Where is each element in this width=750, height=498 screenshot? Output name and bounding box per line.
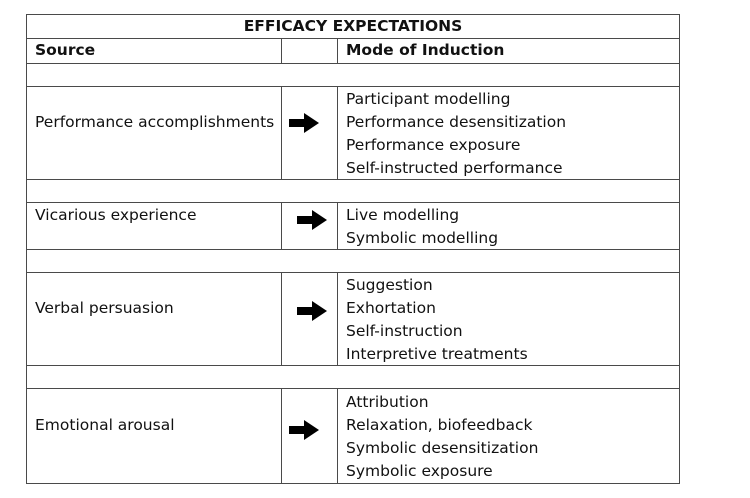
column-separator xyxy=(281,388,282,483)
mode-item: Performance exposure xyxy=(346,136,521,154)
efficacy-table: EFFICACY EXPECTATIONS Source Mode of Ind… xyxy=(26,14,680,484)
mode-item: Symbolic exposure xyxy=(346,462,493,480)
header-mode-of-induction: Mode of Induction xyxy=(346,41,505,59)
column-separator xyxy=(337,38,338,63)
header-source: Source xyxy=(35,41,96,59)
mode-item: Live modelling xyxy=(346,206,460,224)
row-separator xyxy=(26,202,680,203)
column-separator xyxy=(337,202,338,249)
column-separator xyxy=(281,272,282,365)
title-separator xyxy=(26,38,680,39)
source-emotional-arousal: Emotional arousal xyxy=(35,416,175,434)
table-border-top xyxy=(26,14,680,15)
mode-item: Performance desensitization xyxy=(346,113,567,131)
column-separator xyxy=(337,86,338,179)
mode-item: Self-instruction xyxy=(346,322,463,340)
row-separator xyxy=(26,86,680,87)
mode-item: Attribution xyxy=(346,393,429,411)
mode-item: Symbolic desensitization xyxy=(346,439,539,457)
row-separator xyxy=(26,179,680,180)
row-separator xyxy=(26,365,680,366)
row-separator xyxy=(26,388,680,389)
column-separator xyxy=(281,202,282,249)
mode-item: Participant modelling xyxy=(346,90,511,108)
right-arrow-icon xyxy=(289,420,319,440)
right-arrow-icon xyxy=(289,113,319,133)
mode-item: Self-instructed performance xyxy=(346,159,563,177)
column-separator xyxy=(337,272,338,365)
row-separator xyxy=(26,272,680,273)
table-border-bottom xyxy=(26,483,680,484)
mode-item: Exhortation xyxy=(346,299,436,317)
mode-item: Relaxation, biofeedback xyxy=(346,416,533,434)
source-performance-accomplishments: Performance accomplishments xyxy=(35,113,275,131)
source-vicarious-experience: Vicarious experience xyxy=(35,206,197,224)
table-title: EFFICACY EXPECTATIONS xyxy=(243,17,463,35)
mode-item: Symbolic modelling xyxy=(346,229,499,247)
mode-item: Interpretive treatments xyxy=(346,345,528,363)
right-arrow-icon xyxy=(297,210,327,230)
column-separator xyxy=(337,388,338,483)
column-separator xyxy=(281,86,282,179)
mode-item: Suggestion xyxy=(346,276,433,294)
header-separator xyxy=(26,63,680,64)
row-separator xyxy=(26,249,680,250)
right-arrow-icon xyxy=(297,301,327,321)
column-separator xyxy=(281,38,282,63)
source-verbal-persuasion: Verbal persuasion xyxy=(35,299,174,317)
